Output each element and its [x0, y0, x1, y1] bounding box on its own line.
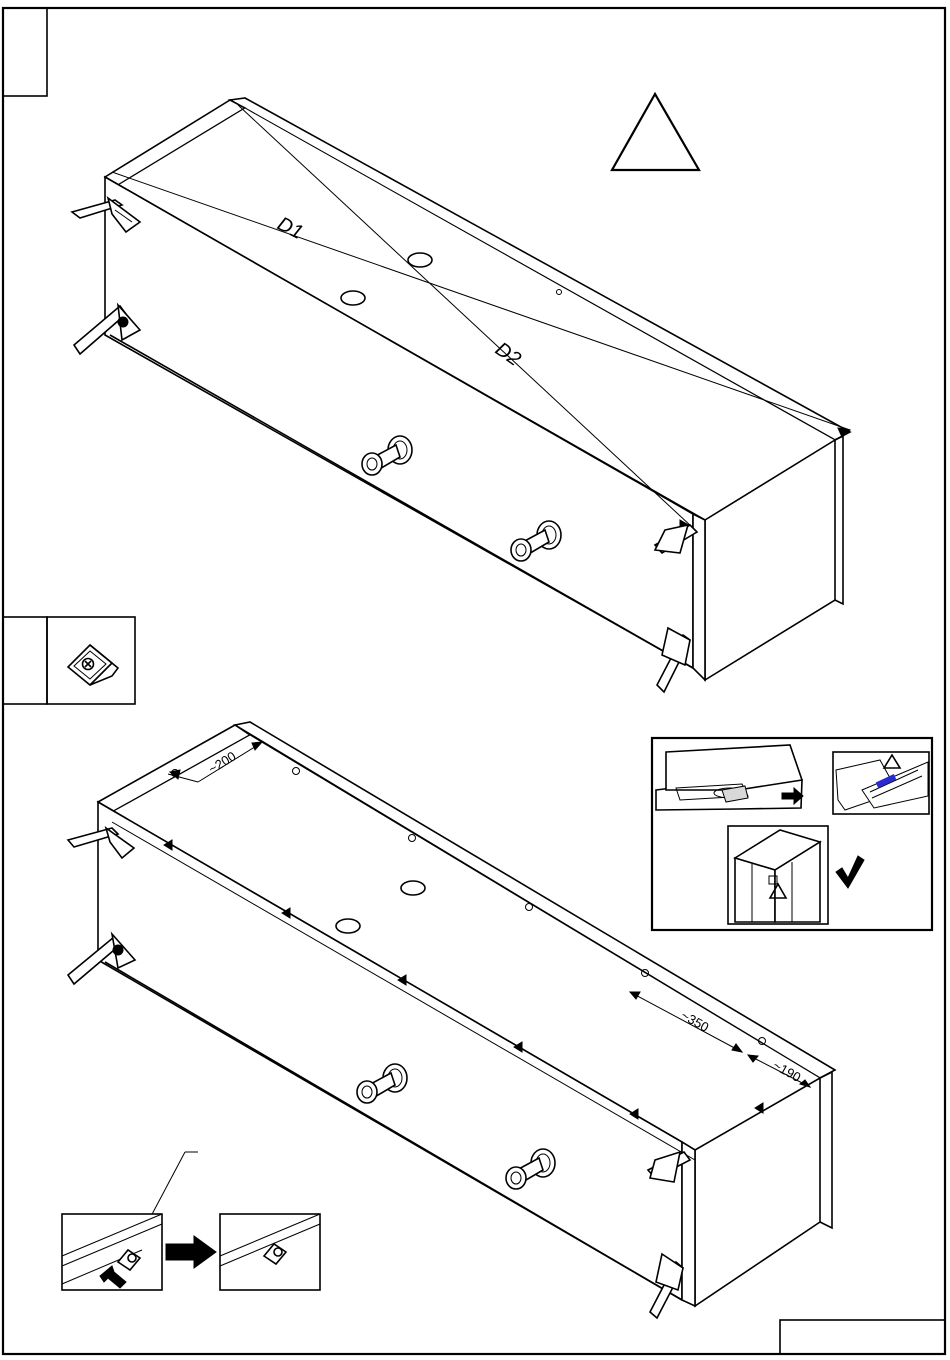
checkmark-icon: [836, 856, 864, 888]
arrow-right-icon: [166, 1236, 216, 1268]
cable-hole: [341, 291, 365, 305]
corner-bracket-fitting-icon: [68, 645, 118, 685]
wardrobe-illustration: [735, 830, 820, 922]
warning-triangle-icon: [612, 94, 699, 170]
page-number-box: [780, 1320, 945, 1354]
cable-hole: [401, 881, 425, 895]
cable-hole: [408, 253, 432, 267]
cabinet-step-1: D1 D2: [72, 98, 850, 692]
detail-inset-before: [62, 1214, 162, 1290]
step-number-box-1: [3, 8, 47, 96]
cabinet-step-2: ~200 ~350 ~190: [68, 722, 835, 1318]
hand-peeling-label-illustration: [836, 755, 928, 810]
detail-inset-after: [220, 1214, 320, 1290]
step-number-box-2: [3, 617, 47, 704]
cable-hole: [336, 919, 360, 933]
warning-triangle-icon: [884, 755, 900, 768]
package-box-illustration: [656, 745, 802, 810]
